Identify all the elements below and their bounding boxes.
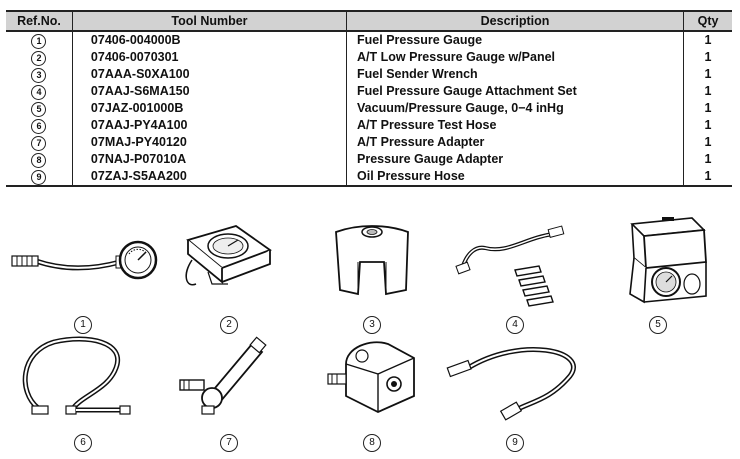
qty-cell: 1 — [683, 151, 732, 168]
pressure-test-hose-illustration — [22, 336, 131, 415]
tool-label-7: 7 — [220, 434, 238, 452]
tool-number-cell: 07NAJ-P07010A — [71, 151, 347, 168]
table-row: 4 07AAJ-S6MA150 Fuel Pressure Gauge Atta… — [6, 83, 732, 100]
table-row: 9 07ZAJ-S5AA200 Oil Pressure Hose 1 — [6, 168, 732, 187]
qty-cell: 1 — [683, 83, 732, 100]
tool-number-cell: 07AAA-S0XA100 — [71, 66, 347, 83]
tool-label-3: 3 — [363, 316, 381, 334]
tool-number-header: Tool Number — [71, 10, 347, 32]
oil-pressure-hose-illustration — [446, 347, 576, 421]
pressure-gauge-adapter-illustration — [327, 341, 415, 413]
table-row: 7 07MAJ-PY40120 A/T Pressure Adapter 1 — [6, 134, 732, 151]
table-row: 6 07AAJ-PY4A100 A/T Pressure Test Hose 1 — [6, 117, 732, 134]
ref-number: 3 — [31, 68, 47, 83]
qty-header: Qty — [683, 10, 732, 32]
low-pressure-gauge-panel-illustration — [185, 225, 272, 286]
ref-number: 6 — [31, 119, 47, 134]
description-cell: Fuel Sender Wrench — [346, 66, 684, 83]
tool-label-6: 6 — [74, 434, 92, 452]
qty-cell: 1 — [683, 66, 732, 83]
table-row: 8 07NAJ-P07010A Pressure Gauge Adapter 1 — [6, 151, 732, 168]
tools-table: Ref.No. Tool Number Description Qty 1 07… — [6, 10, 732, 187]
ref-number: 5 — [31, 102, 47, 117]
attachment-set-illustration — [455, 225, 565, 307]
description-cell: Fuel Pressure Gauge — [346, 31, 684, 49]
ref-cell: 1 — [6, 31, 72, 49]
tool-number-cell: 07406-0070301 — [71, 49, 347, 66]
tool-number-cell: 07ZAJ-S5AA200 — [71, 168, 347, 187]
ref-cell: 6 — [6, 117, 72, 134]
tool-number-cell: 07406-004000B — [71, 31, 347, 49]
table-row: 2 07406-0070301 A/T Low Pressure Gauge w… — [6, 49, 732, 66]
tool-number-cell: 07AAJ-PY4A100 — [71, 117, 347, 134]
description-cell: Pressure Gauge Adapter — [346, 151, 684, 168]
vacuum-pressure-gauge-case-illustration — [629, 217, 707, 304]
qty-cell: 1 — [683, 134, 732, 151]
ref-cell: 7 — [6, 134, 72, 151]
ref-number: 8 — [31, 153, 47, 168]
tool-label-4: 4 — [506, 316, 524, 334]
pressure-adapter-illustration — [179, 336, 267, 415]
tool-label-5: 5 — [649, 316, 667, 334]
qty-cell: 1 — [683, 31, 732, 49]
tool-label-1: 1 — [74, 316, 92, 334]
ref-number: 9 — [31, 170, 47, 185]
ref-number: 2 — [31, 51, 47, 66]
tool-number-cell: 07AAJ-S6MA150 — [71, 83, 347, 100]
description-header: Description — [346, 10, 684, 32]
table-row: 1 07406-004000B Fuel Pressure Gauge 1 — [6, 31, 732, 49]
tool-number-cell: 07JAZ-001000B — [71, 100, 347, 117]
ref-number: 1 — [31, 34, 47, 49]
ref-cell: 2 — [6, 49, 72, 66]
fuel-sender-wrench-illustration — [335, 225, 409, 296]
fuel-pressure-gauge-illustration — [11, 240, 158, 280]
description-cell: Oil Pressure Hose — [346, 168, 684, 187]
ref-cell: 8 — [6, 151, 72, 168]
qty-cell: 1 — [683, 117, 732, 134]
ref-cell: 3 — [6, 66, 72, 83]
description-cell: A/T Pressure Test Hose — [346, 117, 684, 134]
tool-label-9: 9 — [506, 434, 524, 452]
ref-cell: 5 — [6, 100, 72, 117]
qty-cell: 1 — [683, 100, 732, 117]
table-header-row: Ref.No. Tool Number Description Qty — [6, 10, 732, 32]
ref-cell: 4 — [6, 83, 72, 100]
description-cell: A/T Low Pressure Gauge w/Panel — [346, 49, 684, 66]
tool-label-8: 8 — [363, 434, 381, 452]
tool-label-2: 2 — [220, 316, 238, 334]
tool-number-cell: 07MAJ-PY40120 — [71, 134, 347, 151]
ref-number: 7 — [31, 136, 47, 151]
table-row: 5 07JAZ-001000B Vacuum/Pressure Gauge, 0… — [6, 100, 732, 117]
qty-cell: 1 — [683, 168, 732, 187]
description-cell: Vacuum/Pressure Gauge, 0−4 inHg — [346, 100, 684, 117]
table-row: 3 07AAA-S0XA100 Fuel Sender Wrench 1 — [6, 66, 732, 83]
qty-cell: 1 — [683, 49, 732, 66]
description-cell: A/T Pressure Adapter — [346, 134, 684, 151]
description-cell: Fuel Pressure Gauge Attachment Set — [346, 83, 684, 100]
ref-number: 4 — [31, 85, 47, 100]
ref-cell: 9 — [6, 168, 73, 187]
ref-no-header: Ref.No. — [6, 10, 73, 32]
